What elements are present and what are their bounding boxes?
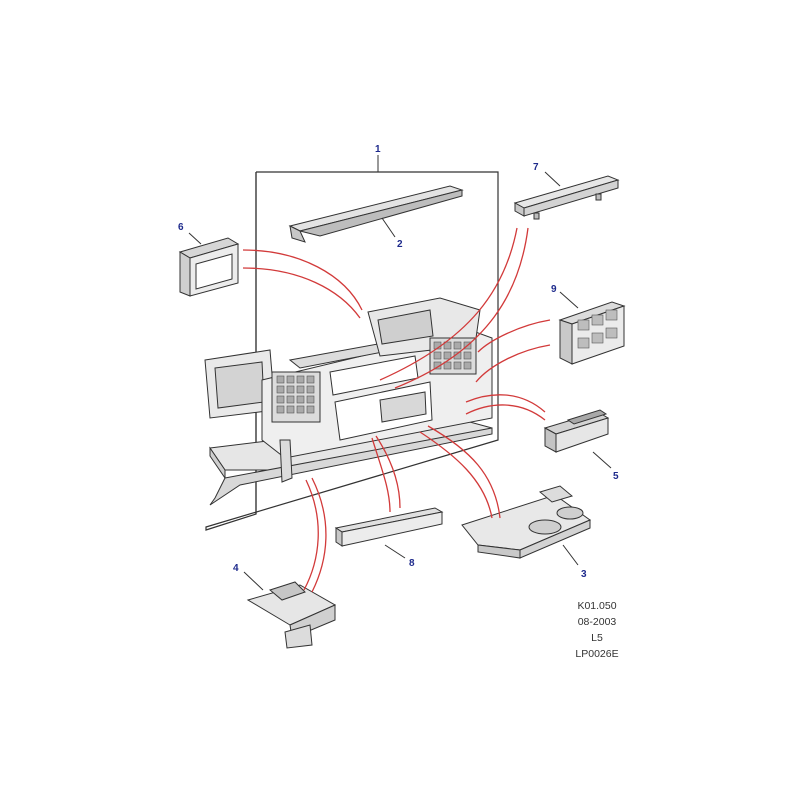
callout-4: 4: [233, 563, 239, 574]
ref-code: K01.050: [577, 600, 616, 612]
callout-ticks: [188, 155, 612, 591]
part-9-switch-panel: [558, 301, 626, 365]
callout-5: 5: [613, 471, 619, 482]
ref-model: L5: [591, 632, 603, 644]
fascia-assembly: [204, 297, 493, 506]
callout-6: 6: [178, 222, 184, 233]
part-6-bezel: [178, 237, 240, 297]
callout-2: 2: [397, 239, 403, 250]
part-5-stowage-box: [543, 409, 610, 453]
part-7-top-finisher: [513, 175, 620, 220]
part-3-cupholder-tray: [461, 485, 592, 559]
part-4-ashtray: [246, 581, 337, 649]
part-8-filler-strip: [334, 507, 444, 547]
ref-date: 08-2003: [578, 616, 617, 628]
callout-1: 1: [375, 144, 381, 155]
ref-plate: LP0026E: [575, 648, 618, 660]
callout-3: 3: [581, 569, 587, 580]
callout-7: 7: [533, 162, 539, 173]
callout-8: 8: [409, 558, 415, 569]
callout-labels: 1 2 7 6 9 5 3 8 4: [178, 144, 619, 580]
part-2-trim-strip: [288, 185, 464, 243]
callout-9: 9: [551, 284, 557, 295]
leader-lines: [242, 227, 551, 593]
reference-block: K01.050 08-2003 L5 LP0026E: [575, 600, 618, 660]
